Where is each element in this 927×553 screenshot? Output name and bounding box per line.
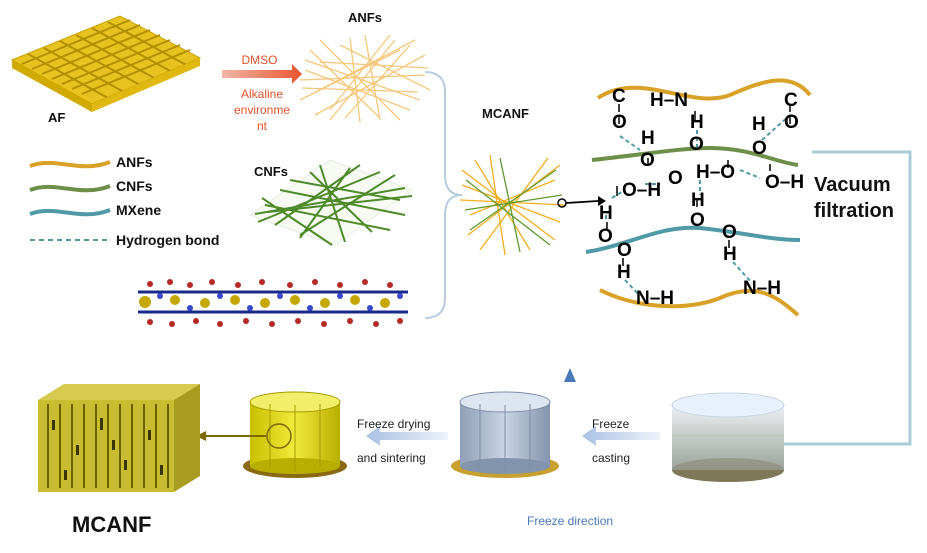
af-woven-fabric-image — [10, 15, 202, 112]
atom-nh-2: N–H — [743, 278, 782, 299]
anf-chain-bottom — [599, 288, 800, 317]
atom-h-3: H — [752, 114, 766, 135]
process-connector — [780, 150, 912, 446]
legend-anfs: ANFs — [116, 154, 153, 170]
atom-h-6: H — [723, 244, 737, 265]
anfs-label: ANFs — [348, 10, 382, 25]
atom-o-10: O — [617, 240, 632, 261]
legend-mxene: MXene — [116, 202, 162, 218]
atom-ho-1: H–O — [696, 162, 736, 183]
atom-o-1: O — [612, 112, 627, 133]
atom-h-1: H — [641, 128, 655, 149]
cnfs-fiber-image — [248, 159, 414, 246]
grouping-brace — [424, 71, 463, 319]
atom-o-6: O — [668, 168, 683, 189]
mxene-chain — [585, 225, 801, 254]
atom-oh-1: O–H — [622, 180, 662, 201]
anfs-fiber-image — [299, 34, 431, 123]
atom-o-4: O — [784, 112, 799, 133]
freeze-drying-arrow — [366, 426, 448, 446]
atom-o-3: O — [689, 134, 704, 155]
mcanf-block-image — [38, 384, 200, 492]
atom-h-2: H — [690, 112, 704, 133]
legend-cnfs: CNFs — [116, 178, 153, 194]
atom-nh-1: N–H — [636, 288, 675, 309]
atom-c-2: C — [784, 90, 798, 111]
atom-o-2: O — [640, 150, 655, 171]
zoom-arrow — [565, 200, 599, 204]
atom-hn-1: H–N — [650, 90, 689, 111]
atom-o-5: O — [752, 138, 767, 159]
cnfs-label: CNFs — [254, 164, 288, 179]
mcanf-bottom-label: MCANF — [72, 512, 152, 537]
atom-o-9: O — [722, 222, 737, 243]
mxene-molecular-image — [135, 279, 410, 327]
atom-h-7: H — [617, 262, 631, 283]
filtered-cylinder-image — [671, 392, 785, 482]
freeze-casting-arrow — [582, 426, 660, 446]
hydrogen-bonds — [605, 114, 791, 297]
frozen-cylinder-image — [451, 391, 559, 478]
sintered-cylinder-image — [243, 391, 347, 478]
zoom-point — [557, 198, 567, 208]
cnf-chain — [591, 145, 799, 167]
mcanf-composite-image — [459, 154, 566, 256]
dmso-label: DMSO — [241, 53, 278, 67]
legend-hydrogen-bond: Hydrogen bond — [116, 232, 220, 248]
atom-h-5: H — [691, 190, 705, 211]
covalent-bonds — [606, 104, 791, 266]
anf-chain-top — [596, 78, 812, 101]
af-label: AF — [48, 110, 66, 125]
atom-o-7: O — [598, 226, 613, 247]
legend-lines — [29, 160, 111, 241]
mcanf-top-label: MCANF — [482, 106, 529, 121]
dmso-arrow — [222, 64, 302, 84]
atom-oh-2: O–H — [765, 172, 805, 193]
freeze-direction-label: Freeze direction — [527, 514, 614, 528]
atom-o-8: O — [690, 210, 705, 231]
atom-c-1: C — [612, 86, 626, 107]
atom-h-4: H — [599, 203, 613, 224]
